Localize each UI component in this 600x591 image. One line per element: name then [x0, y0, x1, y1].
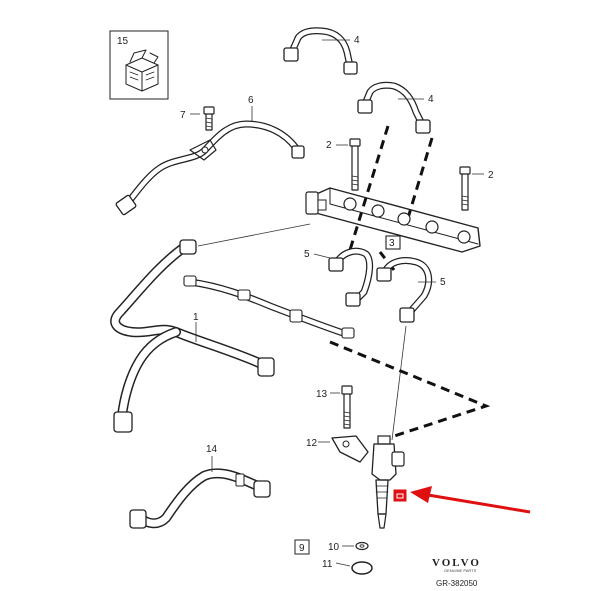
part-9-label: 9 [294, 539, 310, 555]
dashed-group-outline [329, 340, 491, 442]
part-8-injector [371, 435, 408, 529]
callout-9: 9 [299, 543, 305, 554]
callout-15: 15 [117, 36, 129, 47]
callout-13: 13 [316, 389, 328, 400]
callout-5a: 5 [304, 249, 310, 260]
callout-6: 6 [248, 95, 254, 106]
part-2-bolt-b: 2 [459, 166, 494, 211]
part-5-injector-pipe-a: 5 [304, 247, 374, 307]
leader-line [197, 223, 311, 247]
callout-14: 14 [206, 444, 218, 455]
highlighted-part-marker [392, 488, 408, 503]
parts-kit-box-icon [125, 49, 159, 92]
callout-4b: 4 [428, 94, 434, 105]
part-13-bolt: 13 [316, 385, 353, 429]
callout-1: 1 [193, 312, 199, 323]
callout-7: 7 [180, 110, 186, 121]
callout-2a: 2 [326, 140, 332, 151]
part-3-fuel-rail: 3 [305, 187, 481, 253]
part-14-hose: 14 [129, 444, 271, 529]
part-4-pressure-pipe-b: 4 [357, 81, 434, 134]
brand-logo: VOLVO [432, 557, 481, 569]
part-5-injector-pipe-b: 5 [376, 257, 446, 323]
dashed-route-line [406, 137, 434, 219]
part-2-bolt-a: 2 [326, 138, 361, 191]
callout-10: 10 [328, 542, 340, 553]
leader-line [391, 325, 407, 441]
callout-11: 11 [322, 559, 333, 570]
brand-block: VOLVO GENUINE PARTS GR-382050 [432, 557, 481, 588]
diagram-reference: GR-382050 [436, 579, 478, 588]
part-4-pressure-pipe-a: 4 [283, 27, 360, 75]
dashed-route-line [348, 125, 390, 251]
part-6-supply-pipe: 6 [115, 95, 305, 216]
part-15-kit-box: 15 [109, 30, 169, 100]
red-pointer-arrow [410, 486, 531, 514]
brand-subtitle: GENUINE PARTS [444, 568, 477, 573]
callout-2b: 2 [488, 170, 494, 181]
part-11-o-ring: 11 [322, 559, 373, 575]
part-10-washer: 10 [328, 541, 369, 553]
callout-5b: 5 [440, 277, 446, 288]
part-1-return-hose: 1 [110, 239, 355, 433]
callout-4a: 4 [354, 35, 360, 46]
callout-12: 12 [306, 438, 318, 449]
part-7-bolt: 7 [180, 106, 215, 131]
part-12-clamp: 12 [306, 435, 369, 463]
callout-3: 3 [389, 238, 395, 249]
